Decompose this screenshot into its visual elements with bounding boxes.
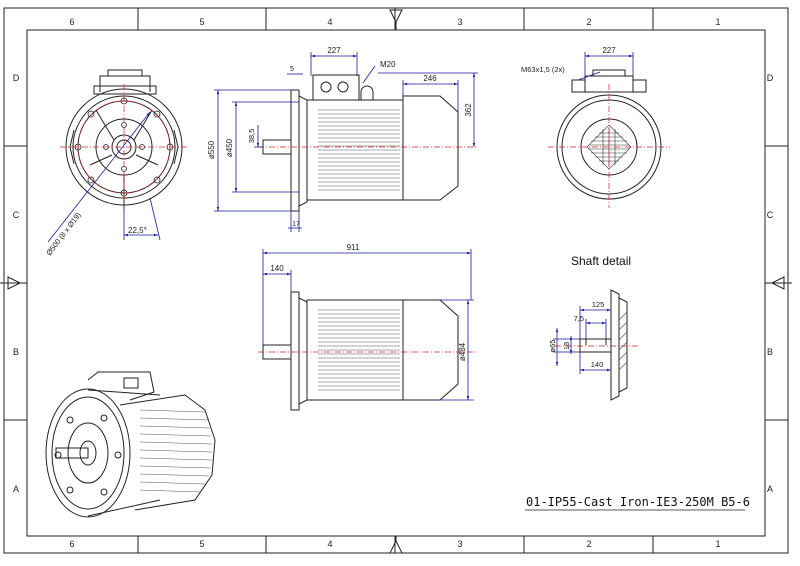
rear-gland-label: M63x1,5 (2x) <box>521 65 565 74</box>
zone-ticks <box>4 8 788 553</box>
shaft-dia-label: ø65 <box>548 340 557 353</box>
zone-col-bottom-2: 5 <box>199 539 204 549</box>
shaft-key-width-label: 18 <box>562 342 571 350</box>
zone-row-right-1: D <box>767 73 774 83</box>
side-fan-length-label: 246 <box>423 74 437 83</box>
rear-view: 227 M63x1,5 (2x) <box>521 46 670 208</box>
shaft-key-offset-label: 7,5 <box>574 314 584 323</box>
bottom-dia-label: ø484 <box>458 342 467 361</box>
centering-marks <box>0 9 792 554</box>
zone-col-top-1: 6 <box>69 17 74 27</box>
drawing-title: 01-IP55-Cast Iron-IE3-250M B5-6 <box>526 495 750 509</box>
zone-col-top-2: 5 <box>199 17 204 27</box>
shaft-total-length-label: 125 <box>592 300 605 309</box>
side-height-label: 362 <box>464 103 473 117</box>
side-spigot-depth-label: 38,5 <box>247 129 256 144</box>
side-box-width-label: 227 <box>327 46 341 55</box>
zone-row-right-2: C <box>767 210 774 220</box>
zone-row-right-3: B <box>767 347 773 357</box>
isometric-view <box>45 371 216 518</box>
zone-col-top-4: 3 <box>457 17 462 27</box>
zone-col-top-5: 2 <box>586 17 591 27</box>
zone-col-top-6: 1 <box>715 17 720 27</box>
side-spigot-dia-label: ø450 <box>225 138 234 157</box>
zone-col-top-3: 4 <box>327 17 332 27</box>
zone-row-left-3: B <box>13 347 19 357</box>
zone-col-bottom-3: 4 <box>327 539 332 549</box>
side-flange-thk-label: 17 <box>292 221 300 228</box>
rear-box-width-label: 227 <box>602 46 616 55</box>
front-angle-label: 22,5° <box>128 226 147 235</box>
zone-row-left-1: D <box>13 73 20 83</box>
zone-row-left-4: A <box>13 484 19 494</box>
zone-col-bottom-4: 3 <box>457 539 462 549</box>
bottom-length-label: 911 <box>347 243 360 252</box>
zone-row-left-2: C <box>13 210 20 220</box>
side-cable-gland-label: M20 <box>380 60 396 69</box>
zone-col-bottom-1: 6 <box>69 539 74 549</box>
side-view: 227 5 M20 246 362 ø550 ø450 38,5 17 <box>207 46 478 232</box>
front-view: Ø500 (8 x Ø19) 22,5° <box>44 69 188 257</box>
shaft-detail: Shaft detail 125 7,5 ø65 18 140 <box>548 254 640 401</box>
bottom-shaft-length-label: 140 <box>270 264 284 273</box>
zone-row-right-4: A <box>767 484 773 494</box>
zone-col-bottom-6: 1 <box>715 539 720 549</box>
drawing-frame <box>3 7 789 554</box>
side-flange-dia-label: ø550 <box>207 140 216 159</box>
front-flange-pcd-label: Ø500 (8 x Ø19) <box>44 210 83 257</box>
side-flange-gap-label: 5 <box>290 66 294 73</box>
zone-col-bottom-5: 2 <box>586 539 591 549</box>
bottom-view: 911 140 ø484 <box>258 243 478 411</box>
shaft-detail-title: Shaft detail <box>571 254 631 268</box>
shaft-140-label: 140 <box>591 360 604 369</box>
